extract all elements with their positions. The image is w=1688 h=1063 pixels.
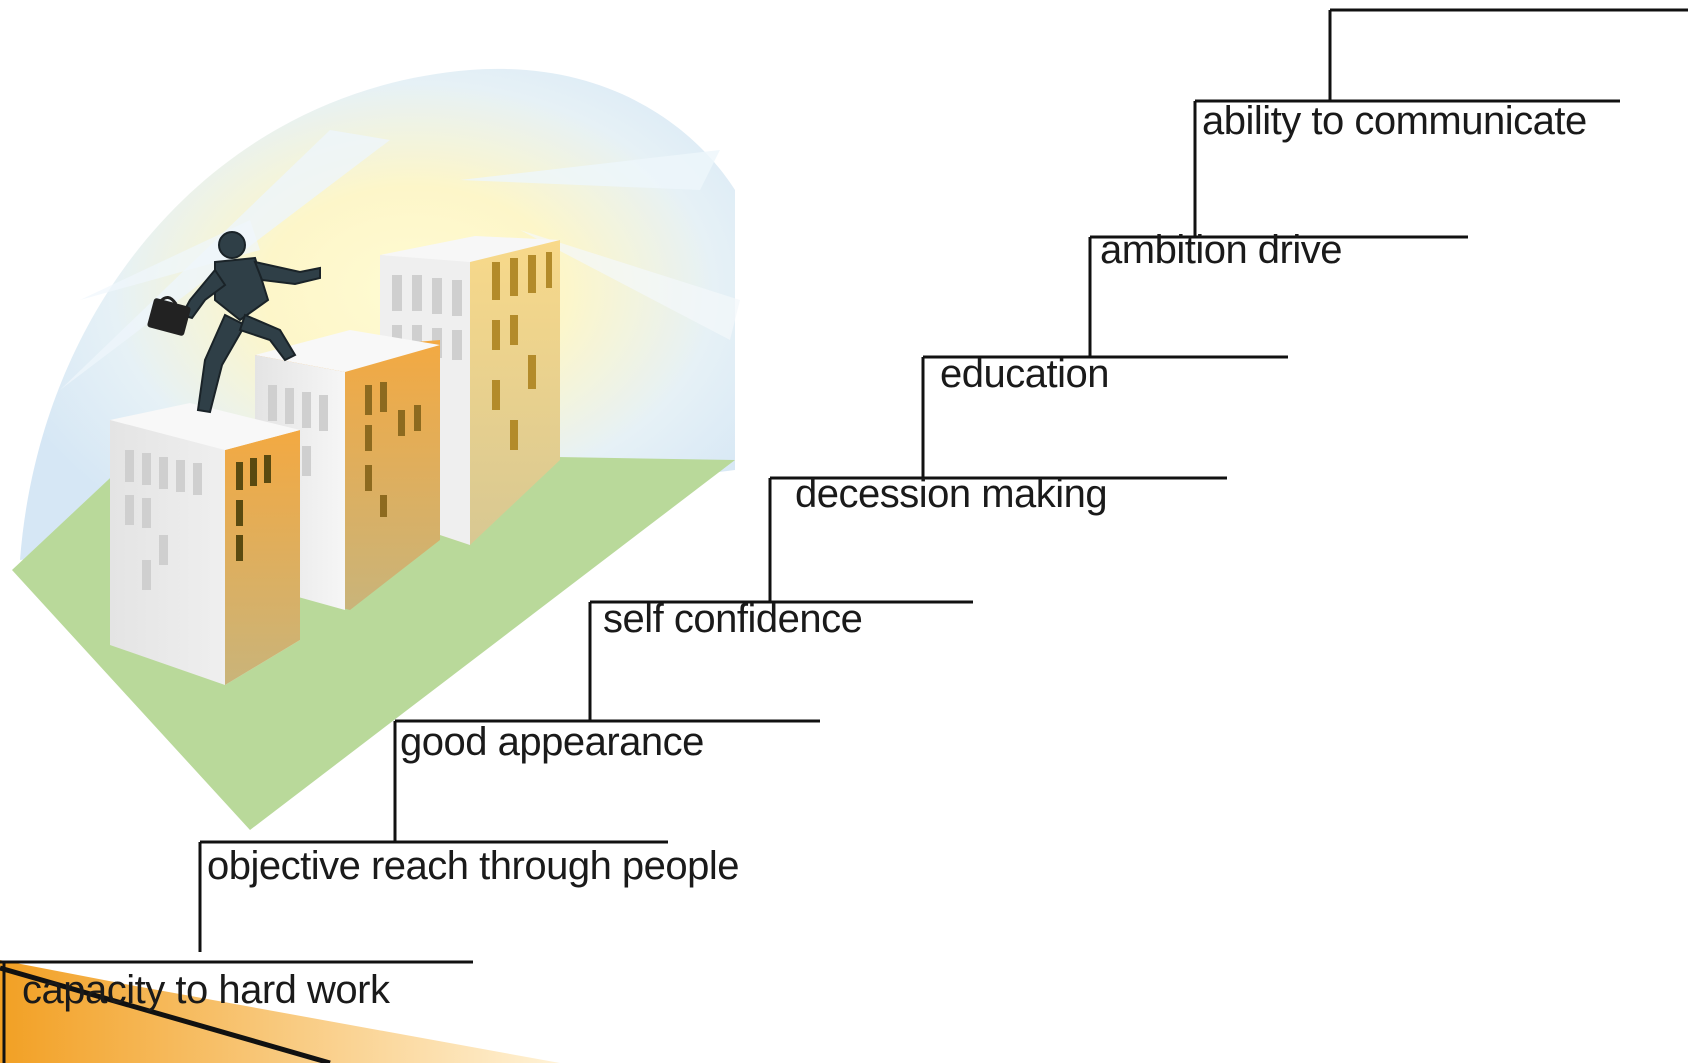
step-label-objective-reach-through-people: objective reach through people (207, 844, 740, 888)
step-label-ambition-drive: ambition drive (1100, 228, 1343, 272)
step-label-ability-to-communicate: ability to communicate (1202, 99, 1587, 143)
step-label-capacity-to-hard-work: capacity to hard work (22, 968, 390, 1012)
step-label-good-appearance: good appearance (400, 720, 704, 764)
corner-swoosh-decoration (0, 960, 560, 1063)
step-label-education: education (940, 352, 1109, 396)
businessman-on-buildings-icon (12, 68, 740, 830)
step-label-decession-making: decession making (795, 472, 1108, 516)
step-label-self-confidence: self confidence (603, 597, 863, 641)
